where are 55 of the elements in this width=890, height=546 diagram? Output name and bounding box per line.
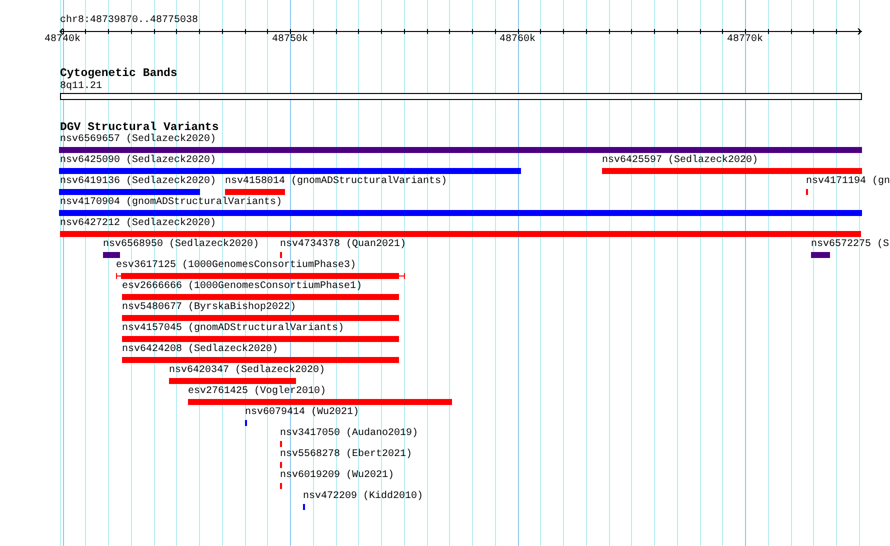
variant-feature xyxy=(303,492,424,510)
tick-label: 48770k xyxy=(727,35,763,45)
variant-feature xyxy=(811,240,890,258)
feature-label: esv3617125 (1000GenomesConsortiumPhase3) xyxy=(116,261,356,271)
tick-label: 48740k xyxy=(44,35,80,45)
variant-feature xyxy=(806,177,890,195)
feature-label: nsv6079414 (Wu2021) xyxy=(245,408,360,418)
feature-label: nsv6424208 (Sedlazeck2020) xyxy=(122,345,278,355)
feature-label: nsv6572275 (S xyxy=(811,240,890,250)
feature-label: nsv4171194 (gn xyxy=(806,177,890,187)
tick-label: 48750k xyxy=(272,35,308,45)
feature-label: nsv6425597 (Sedlazeck2020) xyxy=(602,156,758,166)
tick-label: 48760k xyxy=(500,35,536,45)
variant-feature xyxy=(60,135,862,153)
variant-feature xyxy=(602,156,862,174)
feature-label: 8q11.21 xyxy=(60,82,102,92)
variant-feature xyxy=(60,219,861,237)
variant-feature xyxy=(60,198,862,216)
cytoband-feature xyxy=(60,82,862,100)
variant-feature xyxy=(280,429,418,447)
variant-feature xyxy=(225,177,448,195)
variant-feature xyxy=(188,387,452,405)
variant-feature xyxy=(245,408,360,426)
variant-feature xyxy=(60,156,521,174)
variant-feature xyxy=(122,282,399,300)
variant-feature xyxy=(103,240,260,258)
feature-label: nsv6019209 (Wu2021) xyxy=(280,471,394,481)
feature-label: nsv4170904 (gnomADStructuralVariants) xyxy=(60,198,282,208)
feature-label: nsv4158014 (gnomADStructuralVariants) xyxy=(225,177,448,187)
feature-label: nsv4734378 (Quan2021) xyxy=(280,240,406,250)
variant-feature xyxy=(122,345,399,363)
feature-label: nsv5480677 (ByrskaBishop2022) xyxy=(122,303,296,313)
feature-label: nsv4157045 (gnomADStructuralVariants) xyxy=(122,324,344,334)
feature-label: nsv6425090 (Sedlazeck2020) xyxy=(60,156,216,166)
feature-label: esv2666666 (1000GenomesConsortiumPhase1) xyxy=(122,282,362,292)
track-title: DGV Structural Variants xyxy=(60,122,219,134)
feature-label: nsv6420347 (Sedlazeck2020) xyxy=(169,366,326,376)
variant-feature xyxy=(280,471,394,489)
feature-label: nsv3417050 (Audano2019) xyxy=(280,429,418,439)
feature-label: nsv6427212 (Sedlazeck2020) xyxy=(60,219,216,229)
feature-label: nsv6568950 (Sedlazeck2020) xyxy=(103,240,260,250)
variant-feature xyxy=(280,450,412,468)
variant-feature xyxy=(122,324,399,342)
variant-feature xyxy=(169,366,326,384)
variant-feature xyxy=(60,177,216,195)
track-title: Cytogenetic Bands xyxy=(60,68,178,80)
location-label: chr8:48739870..48775038 xyxy=(60,16,198,26)
feature-label: esv2761425 (Vogler2010) xyxy=(188,387,326,397)
feature-label: nsv5568278 (Ebert2021) xyxy=(280,450,412,460)
feature-label: nsv472209 (Kidd2010) xyxy=(303,492,424,502)
variant-feature xyxy=(280,240,406,258)
feature-label: nsv6569657 (Sedlazeck2020) xyxy=(60,135,216,145)
feature-label: nsv6419136 (Sedlazeck2020) xyxy=(60,177,216,187)
variant-feature xyxy=(116,261,405,279)
variant-feature xyxy=(122,303,399,321)
